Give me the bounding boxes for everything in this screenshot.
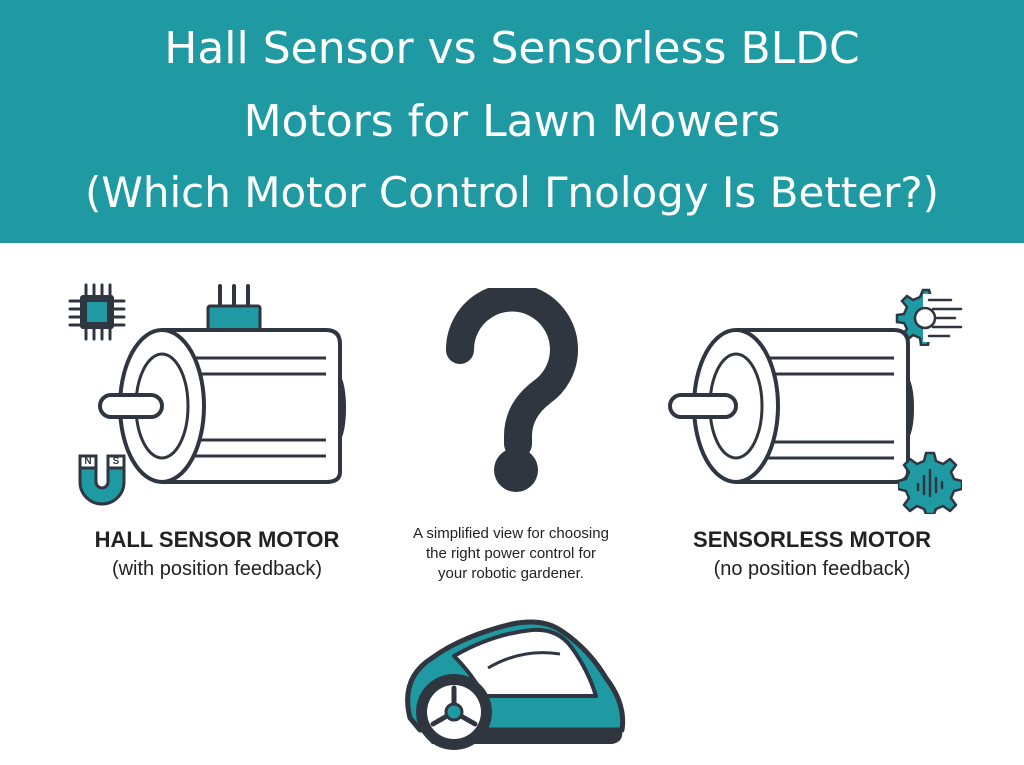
- robotic-mower-icon: [405, 619, 626, 750]
- title-line-2: Motors for Lawn Mowers: [243, 96, 781, 147]
- caption-line-2: the right power control for: [425, 545, 597, 562]
- gear-waveform-icon: [898, 451, 962, 514]
- hall-sensor-motor-title: HALL SENSOR MOTOR: [94, 527, 340, 552]
- gear-signal-icon: [895, 288, 965, 346]
- sensorless-motor-icon: [668, 328, 915, 484]
- title-line-3: (Which Motor Control Γnology Is Better?): [84, 168, 940, 217]
- sensorless-motor-subtitle: (no position feedback): [713, 558, 911, 580]
- question-mark-icon: [445, 288, 578, 492]
- magnet-icon: N S: [74, 450, 130, 506]
- hall-sensor-motor-subtitle: (with position feedback): [111, 558, 323, 580]
- hall-sensor-motor-icon: [98, 284, 347, 484]
- sensorless-motor-title: SENSORLESS MOTOR: [693, 527, 931, 552]
- chip-icon: [68, 283, 126, 341]
- title-banner: [0, 0, 1024, 243]
- caption-line-3: your robotic gardener.: [438, 565, 584, 582]
- magnet-south-label: S: [112, 456, 120, 467]
- center-caption: A simplified view for choosing the right…: [376, 524, 646, 584]
- title-line-1: Hall Sensor vs Sensorless BLDC: [164, 23, 860, 74]
- magnet-north-label: N: [84, 456, 92, 467]
- caption-line-1: A simplified view for choosing: [413, 525, 609, 542]
